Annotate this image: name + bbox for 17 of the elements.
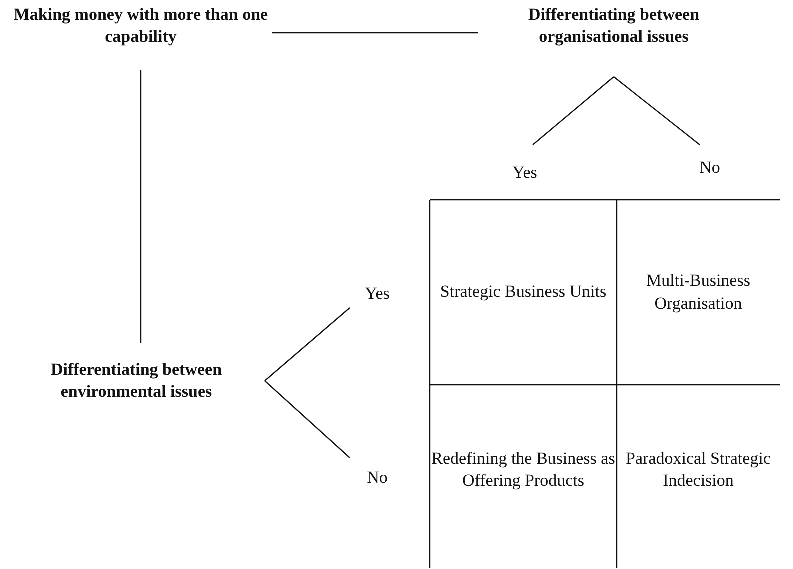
matrix-cell-text: Redefining the Business as Offering Products bbox=[430, 448, 616, 492]
connector-line bbox=[264, 380, 350, 458]
answer-label: Yes bbox=[365, 282, 390, 305]
matrix-cell-text: Strategic Business Units bbox=[440, 281, 607, 304]
heading-text: Making money with more than one capability bbox=[12, 4, 270, 48]
matrix-cell-text: Paradoxical Strategic Indecision bbox=[625, 448, 772, 492]
connector-line bbox=[532, 76, 614, 146]
connector-line bbox=[272, 32, 478, 34]
heading-text: Differentiating between environmental issues bbox=[50, 358, 224, 403]
heading-text: Differentiating between organisational issues bbox=[527, 4, 701, 48]
matrix-cell-text: Multi-Business Organisation bbox=[646, 270, 752, 315]
connector-line bbox=[140, 70, 142, 343]
answer-label: No bbox=[367, 466, 388, 489]
connector-line bbox=[264, 308, 350, 382]
connector-line bbox=[614, 76, 700, 146]
answer-label: No bbox=[700, 156, 720, 179]
answer-label: Yes bbox=[512, 162, 538, 184]
